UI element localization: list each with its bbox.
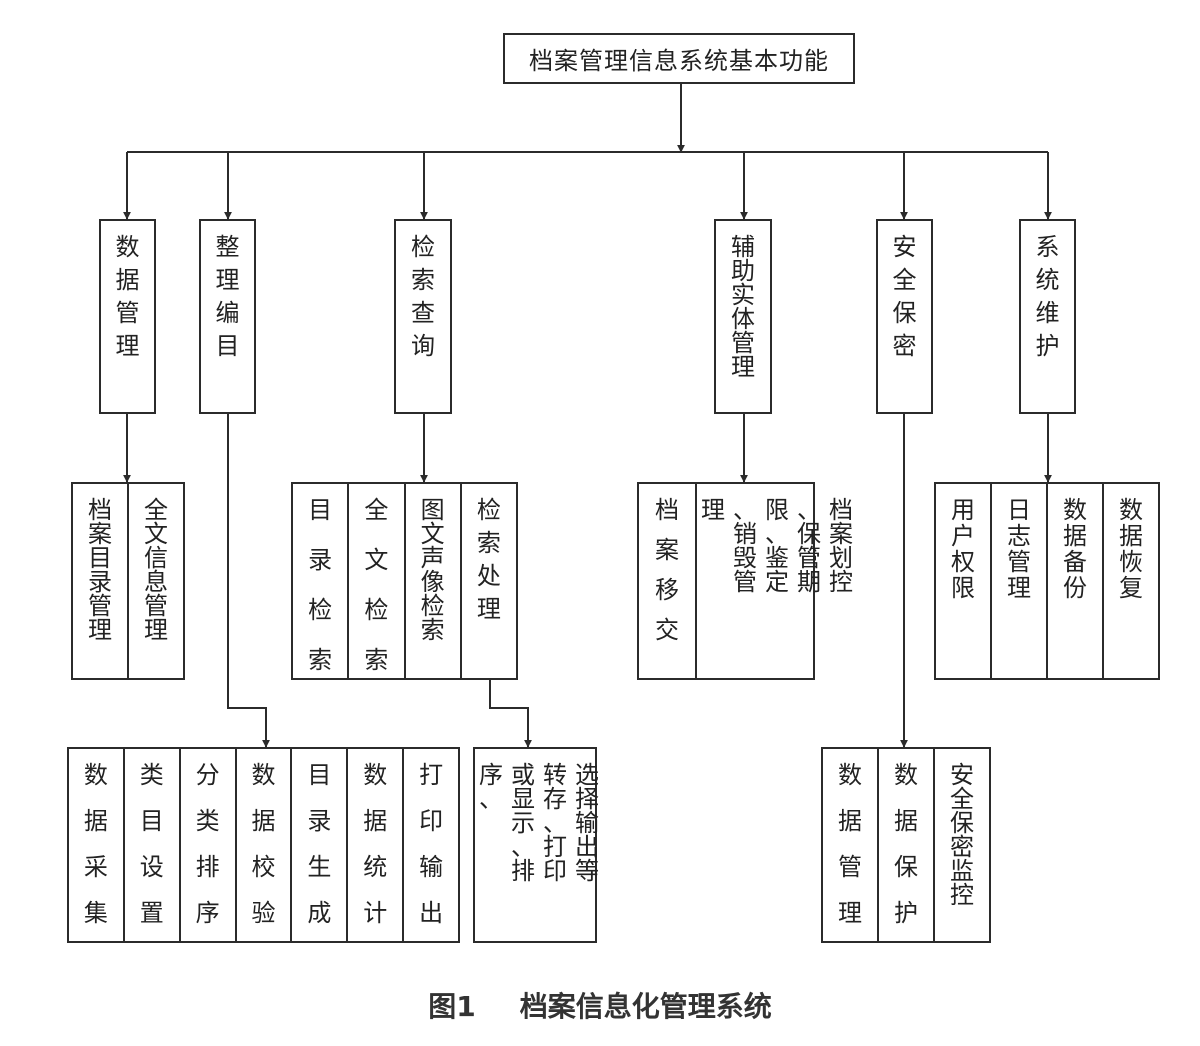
child-label-column: 理 xyxy=(701,496,725,524)
root-label: 档案管理信息系统基本功能 xyxy=(529,47,829,75)
child-label: 目录生成 xyxy=(307,761,332,927)
arrow-catalog-children xyxy=(227,414,270,748)
child-label: 数据统计 xyxy=(363,761,388,927)
child-label: 打印输出 xyxy=(419,761,444,927)
branch-label: 数据管理 xyxy=(115,233,140,360)
grandchild-label-column: 序、 xyxy=(479,761,503,813)
child-label: 图文声像检索 xyxy=(420,496,445,644)
child-label: 类目设置 xyxy=(139,761,164,927)
grandchild-label-column: 转存、打印 xyxy=(543,761,567,885)
child-label-column: 、销毁管 xyxy=(733,496,757,596)
child-label: 档案目录管理 xyxy=(88,496,112,644)
child-label: 数据采集 xyxy=(83,761,108,927)
figure-caption: 图1 档案信息化管理系统 xyxy=(0,985,1200,1025)
child-label: 数据恢复 xyxy=(1119,496,1143,602)
child-label: 数据备份 xyxy=(1063,496,1087,602)
child-label-column: 档案划控 xyxy=(829,496,853,596)
child-label: 数据管理 xyxy=(838,761,862,927)
children-security: 数据管理 数据保护 安全保密监控 xyxy=(821,747,991,943)
branch-aux: 辅助实体管理 xyxy=(714,219,772,414)
branch-label: 系统维护 xyxy=(1035,233,1060,360)
grandchild-search-process: 选择输出等转存、打印或显示、排序、 xyxy=(473,747,599,943)
branch-label: 检索查询 xyxy=(411,233,435,360)
branch-security: 安全保密 xyxy=(876,219,933,414)
child-label: 数据校验 xyxy=(251,761,276,927)
figure-number: 图1 xyxy=(428,990,476,1023)
children-catalog: 数据采集 类目设置 分类排序 数据校验 目录生成 数据统计 打印输出 xyxy=(67,747,460,943)
child-label: 日志管理 xyxy=(1007,496,1031,602)
child-label: 目录检索 xyxy=(308,496,333,674)
arrow-search-process xyxy=(489,680,532,748)
child-label: 数据保护 xyxy=(894,761,918,927)
branch-search: 检索查询 xyxy=(394,219,452,414)
children-search: 目录检索 全文检索 图文声像检索 检索处理 xyxy=(291,482,518,680)
branch-catalog: 整理编目 xyxy=(199,219,256,414)
children-maint: 用户权限 日志管理 数据备份 数据恢复 xyxy=(934,482,1160,680)
branch-maint: 系统维护 xyxy=(1019,219,1076,414)
children-data-mgmt: 档案目录管理 全文信息管理 xyxy=(71,482,185,680)
child-label: 安全保密监控 xyxy=(950,761,974,909)
branch-data-mgmt: 数据管理 xyxy=(99,219,156,414)
child-label: 档案移交 xyxy=(655,496,679,644)
child-label-column: 限、鉴定 xyxy=(765,496,789,596)
child-label: 分类排序 xyxy=(195,761,220,927)
grandchild-label-column: 或显示、排 xyxy=(511,761,535,885)
child-label: 用户权限 xyxy=(951,496,975,602)
children-aux: 档案移交 档案划控、保管期限、鉴定、销毁管理 xyxy=(637,482,853,680)
child-label: 检索处理 xyxy=(476,496,501,623)
grandchild-label-column: 选择输出等 xyxy=(575,761,599,885)
child-label-column: 、保管期 xyxy=(797,496,821,596)
branch-label: 安全保密 xyxy=(892,233,917,360)
child-label: 全文信息管理 xyxy=(144,496,168,644)
child-label: 全文检索 xyxy=(364,496,389,674)
figure-title: 档案信息化管理系统 xyxy=(519,990,772,1023)
root-node: 档案管理信息系统基本功能 xyxy=(503,33,855,84)
branch-label: 整理编目 xyxy=(215,233,240,360)
branch-label: 辅助实体管理 xyxy=(731,233,755,381)
